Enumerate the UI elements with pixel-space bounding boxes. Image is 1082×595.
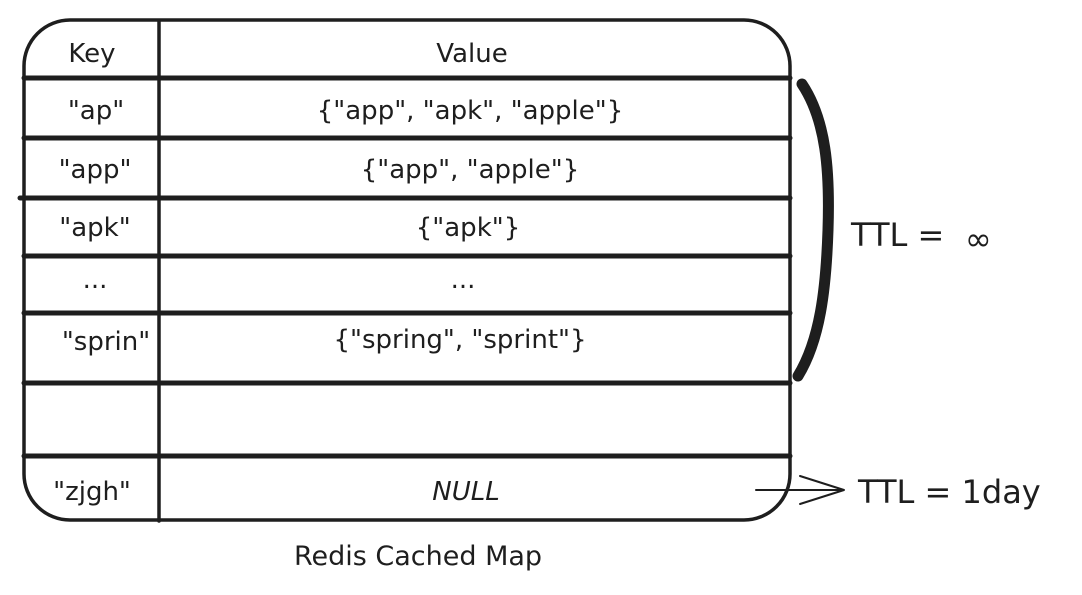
table-border: [22, 18, 792, 522]
row-dividers: [17, 75, 793, 459]
row-value: {"apk"}: [416, 213, 521, 243]
row-key: "app": [59, 155, 132, 185]
row-value: ...: [451, 265, 476, 295]
diagram-caption: Redis Cached Map: [294, 541, 542, 572]
ttl-infinite-label: TTL =: [850, 216, 944, 254]
row-value: {"spring", "sprint"}: [333, 325, 586, 355]
row-key: "ap": [68, 96, 124, 126]
table-row: "sprin" {"spring", "sprint"}: [62, 325, 587, 357]
infinity-icon: ∞: [965, 220, 992, 258]
row-value: NULL: [432, 477, 499, 507]
table-row: "apk" {"apk"}: [59, 213, 520, 243]
row-key: "zjgh": [53, 477, 131, 507]
table-row: ... ...: [83, 265, 476, 295]
table-row: "zjgh" NULL: [53, 477, 500, 507]
ttl-day-label: TTL = 1day: [857, 473, 1041, 511]
row-key: "apk": [59, 213, 130, 243]
row-key: ...: [83, 265, 108, 295]
ttl-bracket: [792, 78, 834, 382]
table-row: "app" {"app", "apple"}: [59, 155, 580, 185]
row-key: "sprin": [62, 327, 150, 357]
header-value: Value: [436, 39, 507, 69]
table-row: "ap" {"app", "apk", "apple"}: [68, 96, 623, 126]
row-value: {"app", "apk", "apple"}: [317, 96, 624, 126]
arrow-right-icon: [755, 475, 845, 505]
header-key: Key: [68, 39, 115, 69]
row-value: {"app", "apple"}: [361, 155, 580, 185]
